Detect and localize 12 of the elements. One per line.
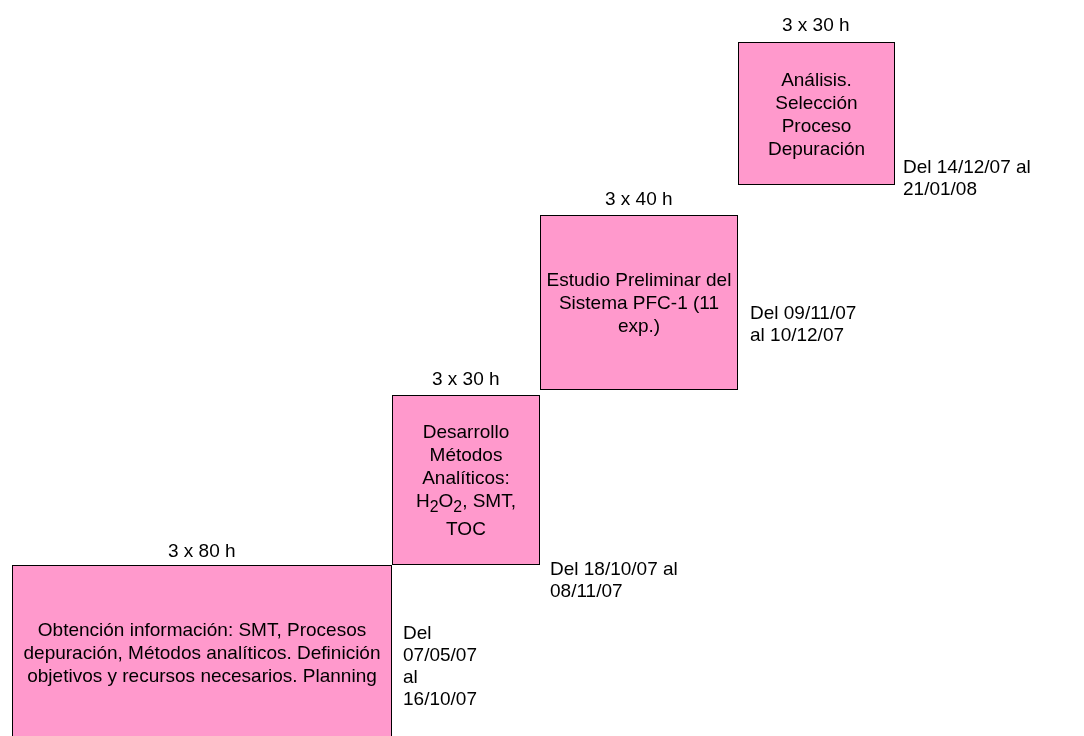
date-range-label: Del 14/12/07 al 21/01/08 <box>903 156 1032 200</box>
task-box: Desarrollo Métodos Analíticos: H$_{2}$O$_{2}$, SMT, TOC <box>392 395 540 565</box>
date-range-label: Del 09/11/07 al 10/12/07 <box>750 302 858 346</box>
duration-label: 3 x 40 h <box>605 188 673 210</box>
task-box: Estudio Preliminar del Sistema PFC-1 (11 exp.) <box>540 215 738 390</box>
duration-label: 3 x 30 h <box>432 368 500 390</box>
date-range-label: Del 18/10/07 al 08/11/07 <box>550 558 679 602</box>
duration-label: 3 x 80 h <box>168 540 236 562</box>
task-box: Análisis. Selección Proceso Depuración <box>738 42 895 185</box>
duration-label: 3 x 30 h <box>782 14 850 36</box>
date-range-label: Del 07/05/07 al 16/10/07 <box>403 622 478 710</box>
task-box: Obtención información: SMT, Procesos depuración, Métodos analíticos. Definición objetivos y recursos necesarios. Planning <box>12 565 392 736</box>
